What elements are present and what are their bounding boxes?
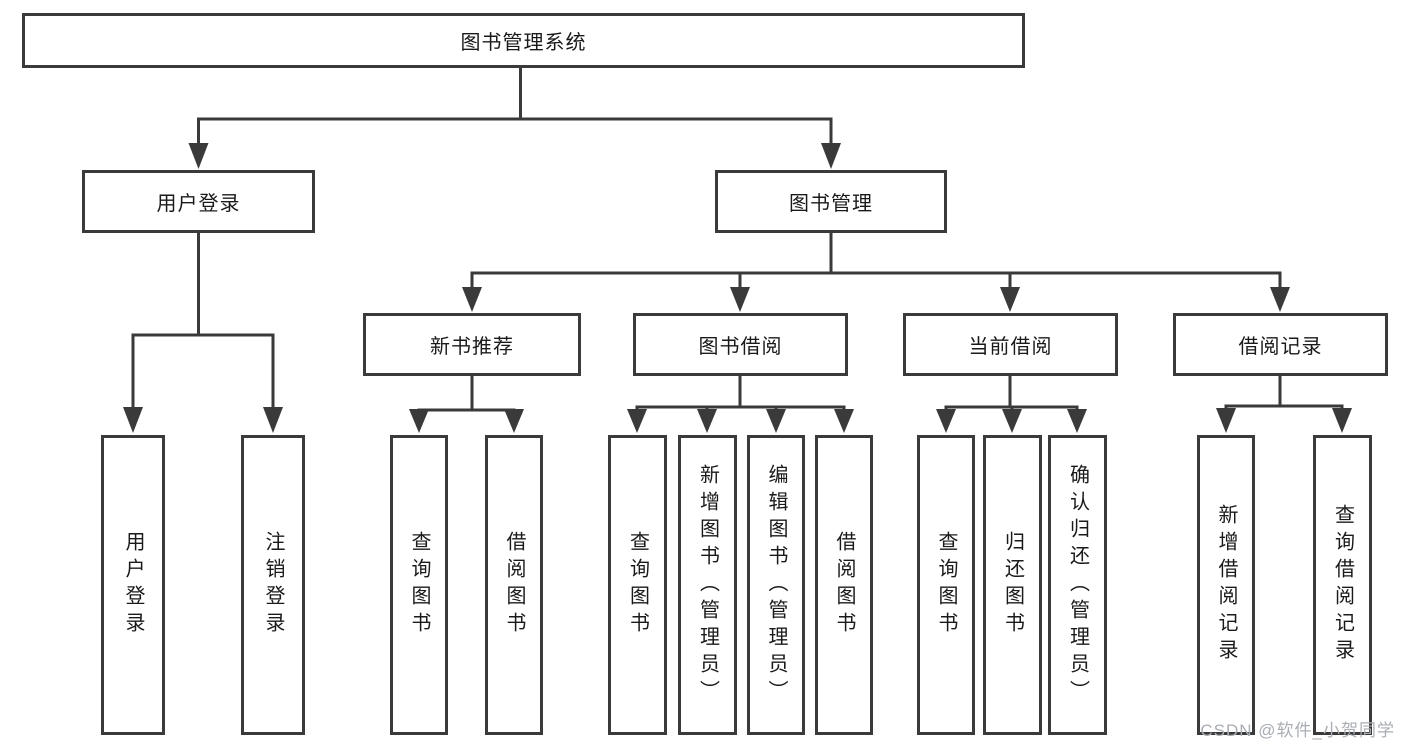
node-label: 查询图书	[408, 531, 430, 639]
leaf-return-books: 归还图书	[983, 435, 1042, 735]
node-new-book-recommendation: 新书推荐	[363, 313, 581, 376]
node-borrowing-records: 借阅记录	[1173, 313, 1388, 376]
node-label: 借阅记录	[1238, 336, 1323, 358]
node-label: 图书管理	[789, 193, 873, 215]
csdn-watermark: CSDN @软件_小贺同学	[1200, 721, 1395, 740]
node-label: 归还图书	[1001, 531, 1024, 639]
node-label: 当前借阅	[968, 336, 1053, 358]
node-label: 注销登录	[262, 531, 284, 639]
node-label: 新增借阅记录	[1215, 504, 1237, 666]
leaf-borrow-books-recommend: 借阅图书	[485, 435, 543, 735]
node-label: 借阅图书	[833, 531, 855, 639]
leaf-add-books-admin: 新增图书（管理员）	[678, 435, 737, 735]
node-label: 图书管理系统	[460, 32, 587, 54]
leaf-query-books-current: 查询图书	[917, 435, 975, 735]
leaf-logout: 注销登录	[241, 435, 305, 735]
leaf-borrow-books: 借阅图书	[815, 435, 873, 735]
node-user-login-branch: 用户登录	[82, 170, 315, 233]
leaf-edit-books-admin: 编辑图书（管理员）	[747, 435, 805, 735]
leaf-add-borrow-record: 新增借阅记录	[1197, 435, 1255, 735]
node-label: 新书推荐	[430, 336, 514, 358]
leaf-query-books-borrowing: 查询图书	[608, 435, 667, 735]
leaf-query-books-recommend: 查询图书	[390, 435, 448, 735]
node-label: 查询图书	[935, 531, 957, 639]
node-label: 用户登录	[156, 193, 241, 215]
node-current-borrowing: 当前借阅	[903, 313, 1118, 376]
node-label: 查询借阅记录	[1331, 504, 1354, 666]
node-label: 借阅图书	[503, 531, 525, 639]
node-book-borrowing: 图书借阅	[633, 313, 848, 376]
leaf-confirm-return-admin: 确认归还（管理员）	[1048, 435, 1107, 735]
node-label: 查询图书	[626, 531, 649, 639]
node-label: 确认归还（管理员）	[1066, 463, 1089, 707]
node-label: 编辑图书（管理员）	[765, 463, 787, 707]
node-label: 用户登录	[122, 531, 144, 639]
node-book-management-branch: 图书管理	[715, 170, 947, 233]
node-label: 图书借阅	[698, 336, 783, 358]
node-library-management-system: 图书管理系统	[22, 13, 1025, 68]
leaf-user-login: 用户登录	[101, 435, 165, 735]
node-label: 新增图书（管理员）	[696, 463, 719, 707]
leaf-query-borrow-record: 查询借阅记录	[1313, 435, 1372, 735]
